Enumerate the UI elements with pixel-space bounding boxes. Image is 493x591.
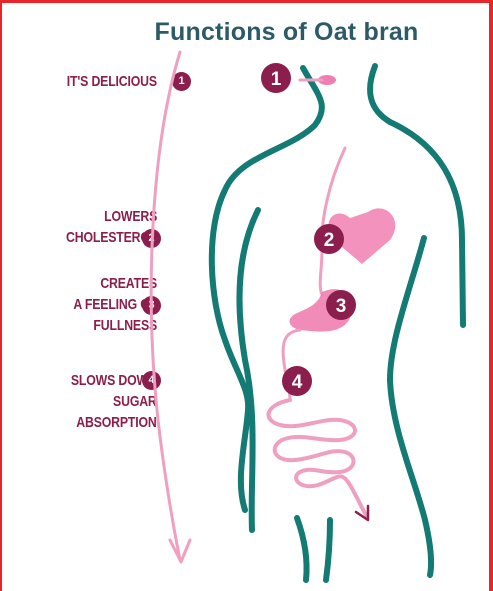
svg-text:2: 2 <box>324 230 335 251</box>
intestines <box>269 400 366 515</box>
timeline-arrow <box>151 52 180 560</box>
svg-text:4: 4 <box>292 372 303 393</box>
timeline-arrowhead <box>170 540 190 562</box>
body-marker-1: 1 <box>261 63 291 93</box>
body-marker-2: 2 <box>314 224 344 254</box>
body-marker-4: 4 <box>282 366 312 396</box>
svg-text:1: 1 <box>271 69 282 90</box>
svg-text:3: 3 <box>336 296 347 317</box>
body-marker-3: 3 <box>326 290 356 320</box>
